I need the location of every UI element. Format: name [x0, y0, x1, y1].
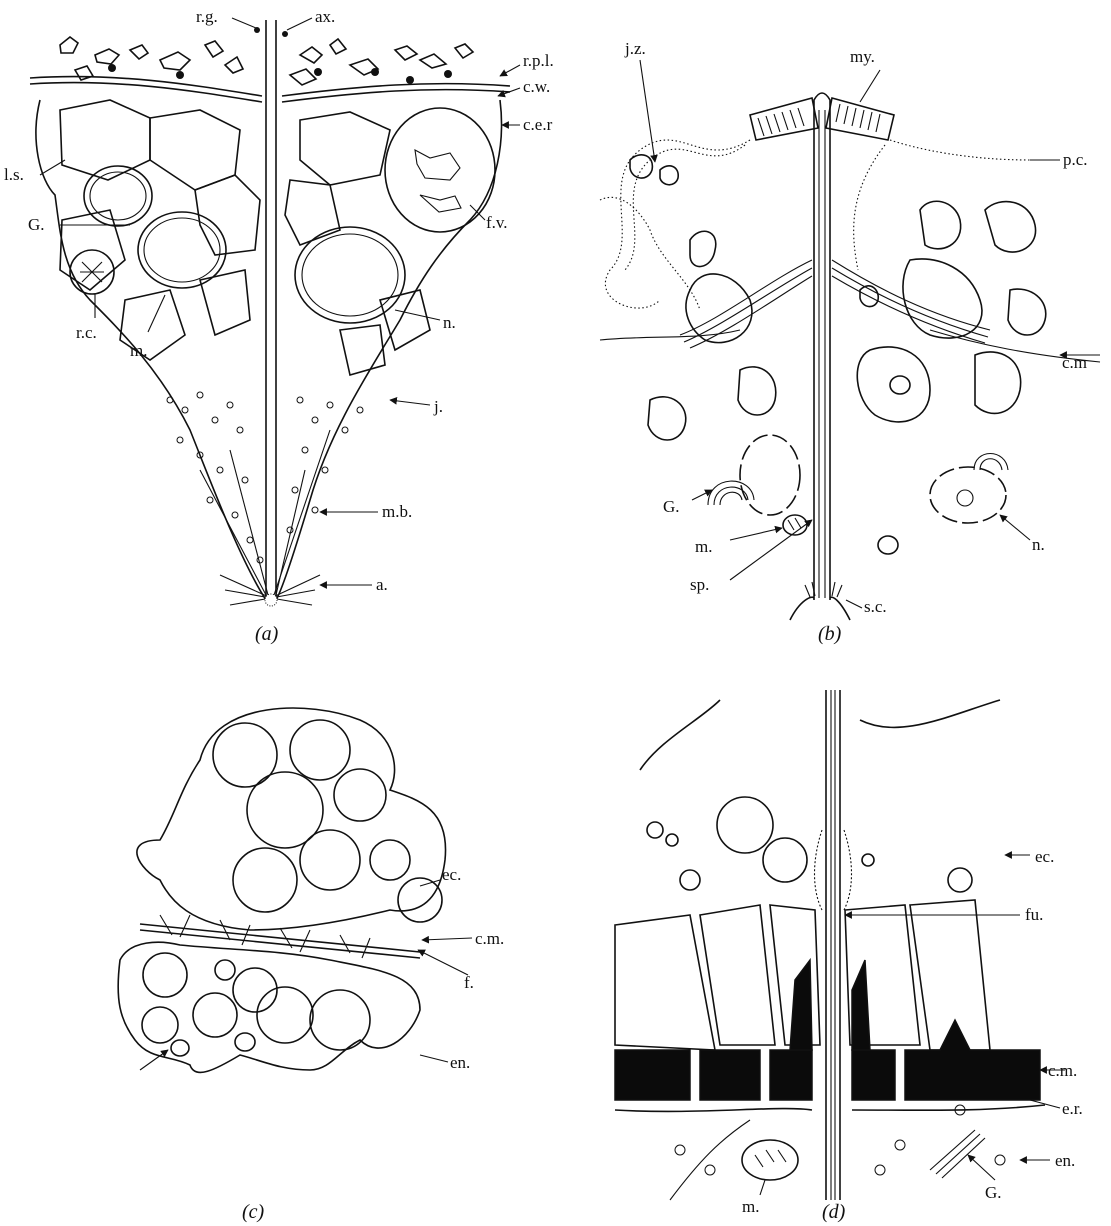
panel-b-fibers	[600, 260, 1100, 362]
panel-b: my. j.z. p.c. c.m G. m. sp. s.c. n. (b)	[600, 39, 1100, 645]
panel-a-label-8: r.c.	[76, 323, 97, 342]
panel-b-label-1: j.z.	[624, 39, 646, 58]
panel-b-label-6: sp.	[690, 575, 709, 594]
panel-a-label-9: m.	[130, 341, 147, 360]
panel-b-cytoplasm	[630, 155, 1046, 440]
panel-b-basal-structure	[790, 597, 850, 620]
panel-a-label-3: c.w.	[523, 77, 550, 96]
panel-b-label-4: G.	[663, 497, 680, 516]
panel-c-label-3: en.	[450, 1053, 470, 1072]
panel-a-granules	[167, 392, 363, 563]
panel-a: r.g. ax. r.p.l. c.w. c.e.r l.s. G. f.v. …	[4, 7, 554, 645]
panel-d-cortical-membrane	[615, 960, 1040, 1100]
panel-a-label-10: n.	[443, 313, 456, 332]
panel-a-label-12: m.b.	[382, 502, 412, 521]
panel-c: ec. c.m. f. en. (c)	[118, 708, 504, 1223]
panel-d-label-4: en.	[1055, 1151, 1075, 1170]
panel-a-label-2: r.p.l.	[523, 51, 554, 70]
panel-d-mitochondrion	[742, 1140, 798, 1180]
panel-c-label-1: c.m.	[475, 929, 504, 948]
panel-b-spine	[814, 93, 830, 600]
panel-d-golgi	[930, 1130, 985, 1178]
panel-d-caption: (d)	[822, 1201, 846, 1223]
panel-a-label-1: ax.	[315, 7, 335, 26]
panel-a-anchor	[220, 575, 320, 606]
panel-a-outline-left	[36, 100, 266, 600]
panel-b-jelly-zone	[605, 140, 750, 308]
panel-b-label-5: m.	[695, 537, 712, 556]
panel-a-caption: (a)	[255, 623, 279, 645]
panel-a-label-13: a.	[376, 575, 388, 594]
panel-d-ectoderm-edge-left	[640, 700, 720, 770]
panel-c-caption: (c)	[242, 1201, 265, 1223]
panel-b-pellicle	[890, 140, 1030, 160]
panel-a-label-4: c.e.r	[523, 115, 553, 134]
panel-b-label-3: c.m	[1062, 353, 1087, 372]
panel-a-nucleus-3	[295, 227, 405, 323]
panel-c-ectoderm-vacuoles	[213, 720, 442, 922]
panel-a-leader-ax	[287, 18, 312, 30]
panel-b-label-8: n.	[1032, 535, 1045, 554]
panel-a-cell-network	[60, 100, 430, 375]
panel-c-endoderm-vacuoles	[142, 953, 370, 1050]
panel-a-outline-right	[276, 100, 501, 600]
panel-c-label-0: ec.	[442, 865, 461, 884]
panel-d-label-2: c.m.	[1048, 1061, 1077, 1080]
panel-a-label-6: G.	[28, 215, 45, 234]
panel-d-label-6: G.	[985, 1183, 1002, 1202]
panel-d-label-1: fu.	[1025, 905, 1043, 924]
panel-c-label-2: f.	[464, 973, 474, 992]
panel-d-ectoderm-vacuoles	[647, 797, 972, 892]
panel-a-label-5: l.s.	[4, 165, 24, 184]
panel-d-label-5: m.	[742, 1197, 759, 1216]
panel-d: ec. fu. c.m. e.r. en. m. G. (d)	[615, 690, 1083, 1223]
panel-d-endoderm-edge	[615, 1105, 1045, 1111]
panel-a-label-0: r.g.	[196, 7, 218, 26]
panel-b-label-2: p.c.	[1063, 150, 1088, 169]
panel-b-leader-my	[860, 70, 880, 102]
panel-b-golgi	[708, 454, 1008, 506]
panel-b-label-0: my.	[850, 47, 875, 66]
panel-b-label-7: s.c.	[864, 597, 887, 616]
panel-d-ectoderm-edge-right	[860, 700, 1000, 727]
panel-b-nucleus-right	[930, 467, 1006, 523]
panel-b-caption: (b)	[818, 623, 842, 645]
panel-a-label-7: f.v.	[486, 213, 508, 232]
panel-d-label-0: ec.	[1035, 847, 1054, 866]
panel-a-label-11: j.	[433, 397, 443, 416]
panel-d-label-3: e.r.	[1062, 1099, 1083, 1118]
panel-a-leader-rg	[232, 18, 256, 28]
panel-b-nucleus-left	[740, 435, 800, 515]
